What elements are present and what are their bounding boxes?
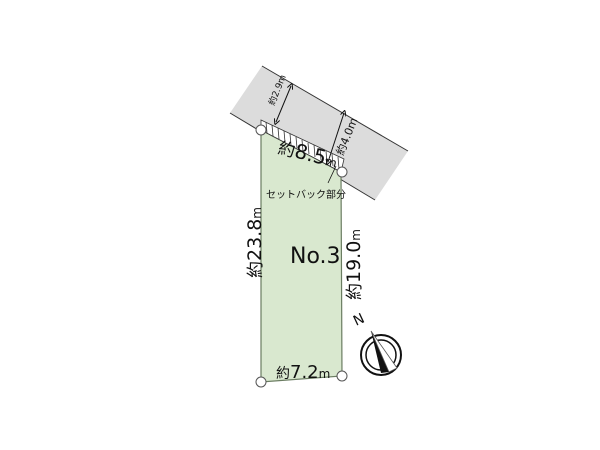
setback-leader-line: [327, 165, 337, 184]
corner-marker: [336, 370, 348, 382]
road-width-2.9-arrow: [276, 86, 291, 122]
left-depth-label: 約23.8m: [244, 207, 266, 278]
corner-marker: [255, 124, 267, 136]
lot-number-label: No.3: [290, 244, 341, 269]
corner-marker: [255, 376, 267, 388]
corner-marker: [336, 166, 348, 178]
north-compass-icon: N: [351, 311, 402, 376]
road-width-4.0-arrow: [328, 113, 344, 162]
north-label: N: [351, 311, 367, 330]
back-width-label: 約7.2m: [276, 362, 330, 383]
setback-label: セットバック部分: [266, 188, 346, 201]
right-depth-label: 約19.0m: [343, 229, 365, 300]
road-edge-top: [261, 65, 409, 152]
